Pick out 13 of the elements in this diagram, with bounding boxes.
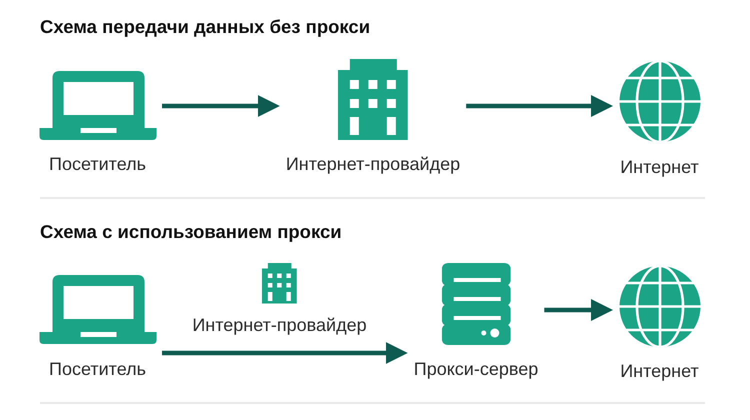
section-heading: Схема с использованием прокси <box>40 221 342 243</box>
node-label: Прокси-сервер <box>414 359 538 379</box>
node-label: Интернет-провайдер <box>286 154 460 174</box>
node-label: Интернет-провайдер <box>192 314 367 334</box>
arrow <box>162 342 408 364</box>
node-label: Интернет <box>620 157 699 177</box>
section-heading: Схема передачи данных без прокси <box>40 16 370 38</box>
node-label: Посетитель <box>49 359 146 379</box>
arrow <box>466 95 613 117</box>
arrow <box>162 95 280 117</box>
arrow <box>544 299 613 321</box>
node-label: Посетитель <box>49 154 146 174</box>
node-label: Интернет <box>620 361 699 381</box>
